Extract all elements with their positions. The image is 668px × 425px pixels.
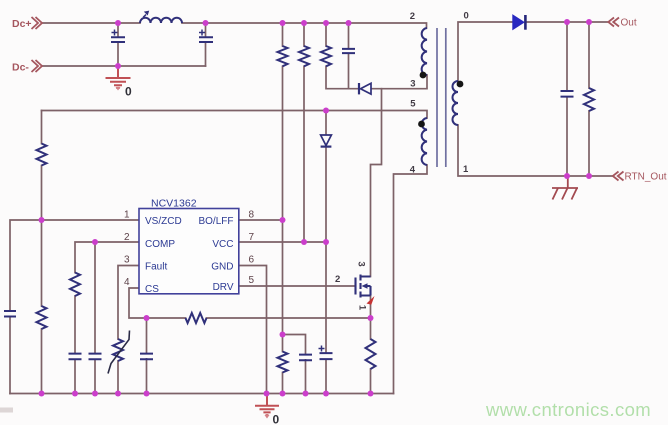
svg-text:1: 1 [463,164,469,175]
svg-text:8: 8 [249,210,255,221]
svg-text:5: 5 [249,275,255,286]
svg-text:VCC: VCC [212,239,233,250]
svg-text:1: 1 [356,305,367,311]
svg-text:2: 2 [410,11,415,22]
svg-text:6: 6 [249,255,255,266]
svg-text:3: 3 [410,79,415,90]
svg-text:3: 3 [124,255,130,266]
svg-text:DRV: DRV [213,282,234,293]
svg-text:4: 4 [410,165,416,176]
svg-text:3: 3 [355,261,366,266]
svg-text:CS: CS [145,284,159,295]
svg-text:Out: Out [621,18,637,29]
svg-text:1: 1 [124,210,130,221]
svg-text:Dc+: Dc+ [12,18,32,30]
svg-text:RTN_Out: RTN_Out [625,172,667,183]
svg-text:COMP: COMP [145,239,175,250]
svg-text:BO/LFF: BO/LFF [198,216,233,227]
svg-text:0: 0 [464,11,469,22]
svg-text:NCV1362: NCV1362 [151,198,197,210]
svg-text:7: 7 [249,232,255,243]
svg-text:4: 4 [124,277,130,288]
svg-text:Dc-: Dc- [12,61,29,73]
svg-text:0: 0 [273,413,280,425]
svg-text:2: 2 [335,274,340,285]
svg-text:Fault: Fault [145,262,167,273]
svg-text:www.cntronics.com: www.cntronics.com [485,399,651,420]
svg-text:GND: GND [211,262,233,273]
svg-text:5: 5 [410,99,416,110]
svg-text:2: 2 [124,232,130,243]
svg-text:0: 0 [125,85,132,99]
svg-text:VS/ZCD: VS/ZCD [145,216,182,227]
